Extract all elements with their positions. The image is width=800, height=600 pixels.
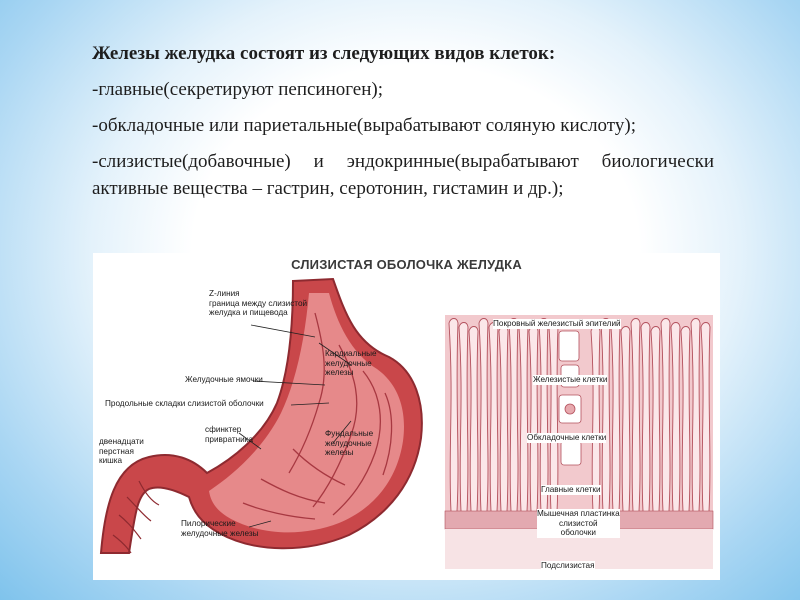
left-leader-lines (238, 324, 352, 528)
label-longitudinal-folds: Продольные складки слизистой оболочки (105, 399, 264, 408)
gastric-gland (630, 318, 641, 512)
label-cardiac-glands: Кардиальные желудочные железы (325, 349, 377, 377)
duodenum-rings (112, 480, 160, 554)
gastric-gland (650, 326, 661, 512)
cell-type-parietal: -обкладочные или париетальные(вырабатыва… (92, 115, 636, 136)
gastric-gland (458, 322, 469, 512)
stomach-inner-mucosa (209, 293, 404, 533)
label-z-line: Z-линия граница между слизистой желудка … (209, 289, 308, 317)
gastric-gland (690, 318, 701, 512)
label-fundic-glands: Фундальные желудочные железы (325, 429, 374, 457)
gastric-gland (508, 318, 519, 512)
gastric-gland (660, 318, 671, 512)
gastric-gland (670, 322, 681, 512)
gastric-glands (448, 318, 711, 512)
gastric-gland (640, 322, 651, 512)
label-muscularis-mucosae: Мышечная пластинка слизистой оболочки (537, 509, 620, 538)
label-glandular-cells: Железистые клетки (533, 375, 608, 385)
label-gastric-pits: Желудочные ямочки (185, 375, 263, 384)
gastric-gland (700, 322, 711, 512)
gastric-gland (468, 326, 479, 512)
cell-type-chief: -главные(секретируют пепсиноген); (92, 79, 384, 100)
cell-insets (558, 330, 582, 466)
label-chief-cells: Главные клетки (541, 485, 601, 495)
label-duodenum: двенадцати перстная кишка (99, 437, 144, 465)
diagram-illustration (99, 277, 714, 569)
gastric-gland (680, 326, 691, 512)
label-parietal-cells: Обкладочные клетки (527, 433, 607, 443)
stomach-mucosa-diagram: СЛИЗИСТАЯ ОБОЛОЧКА ЖЕЛУДКА Z-линия грани… (93, 253, 720, 580)
slide-heading: Железы желудка состоят из следующих видо… (92, 43, 556, 64)
label-pyloric-sphincter: сфинктер привратника (205, 425, 253, 444)
label-submucosa: Подслизистая (541, 561, 595, 571)
diagram-title: СЛИЗИСТАЯ ОБОЛОЧКА ЖЕЛУДКА (291, 257, 522, 272)
label-surface-epithelium: Покровный железистый эпителий (493, 319, 621, 329)
mucosal-folds (242, 312, 393, 520)
label-pyloric-glands: Пилорические желудочные железы (181, 519, 259, 538)
gastric-gland (620, 326, 631, 512)
cell-type-mucous-endocrine: -слизистые(добавочные) и эндокринные(выр… (92, 151, 714, 199)
gastric-gland (478, 318, 489, 512)
slide-text: Железы желудка состоят из следующих видо… (92, 40, 714, 211)
gastric-gland (448, 318, 459, 512)
